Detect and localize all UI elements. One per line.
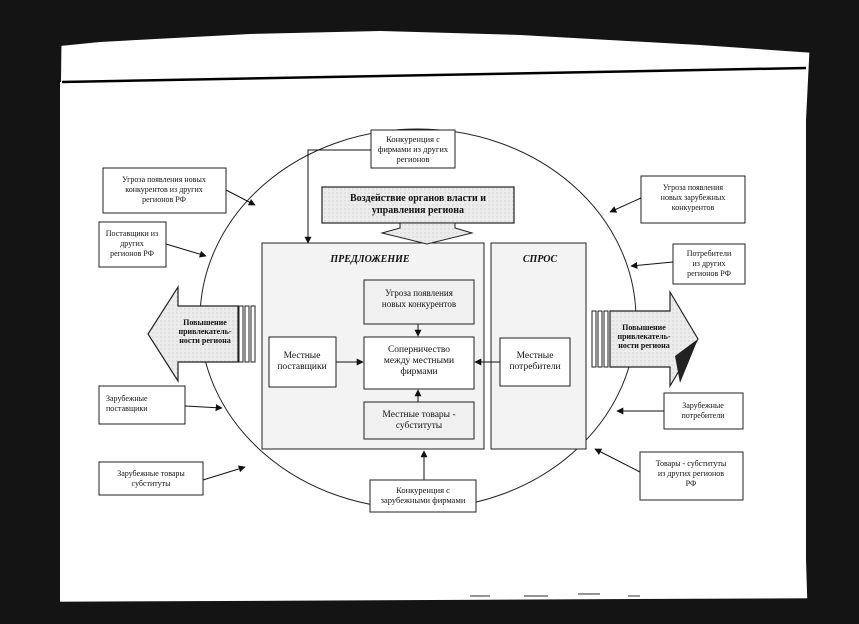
right-attractiveness-arrow [591, 289, 699, 389]
left-other-suppliers-box [98, 221, 167, 268]
government-arrow [380, 222, 474, 245]
connectors [165, 149, 674, 481]
bottom-competition-box [369, 479, 477, 513]
footer-marks [470, 593, 640, 597]
left-attractiveness-arrow [147, 284, 256, 384]
scan-frame-right [806, 0, 859, 624]
supply-title: ПРЕДЛОЖЕНИЕ [329, 254, 409, 265]
right-new-foreign-box [640, 175, 746, 224]
new-competitors-box [363, 279, 475, 325]
local-substitutes-text: Местные товары -субституты [382, 410, 455, 431]
scan-frame-bottom [0, 598, 859, 624]
government-box [321, 186, 515, 224]
scan-frame-left [0, 0, 62, 624]
scan-frame-top [0, 0, 859, 56]
local-substitutes-box [363, 401, 475, 440]
top-competition-box [370, 129, 456, 169]
page-top-edge [61, 66, 807, 84]
right-other-consumers-box [672, 243, 746, 285]
rivalry-box [363, 336, 475, 390]
left-new-competitors-box [102, 167, 227, 214]
right-substitutes-box [639, 451, 744, 501]
left-foreign-substitutes-box [98, 461, 204, 496]
demand-title: СПРОС [523, 254, 558, 265]
left-foreign-suppliers-box [98, 385, 186, 425]
local-consumers-box [499, 337, 571, 387]
local-suppliers-box [268, 336, 337, 388]
